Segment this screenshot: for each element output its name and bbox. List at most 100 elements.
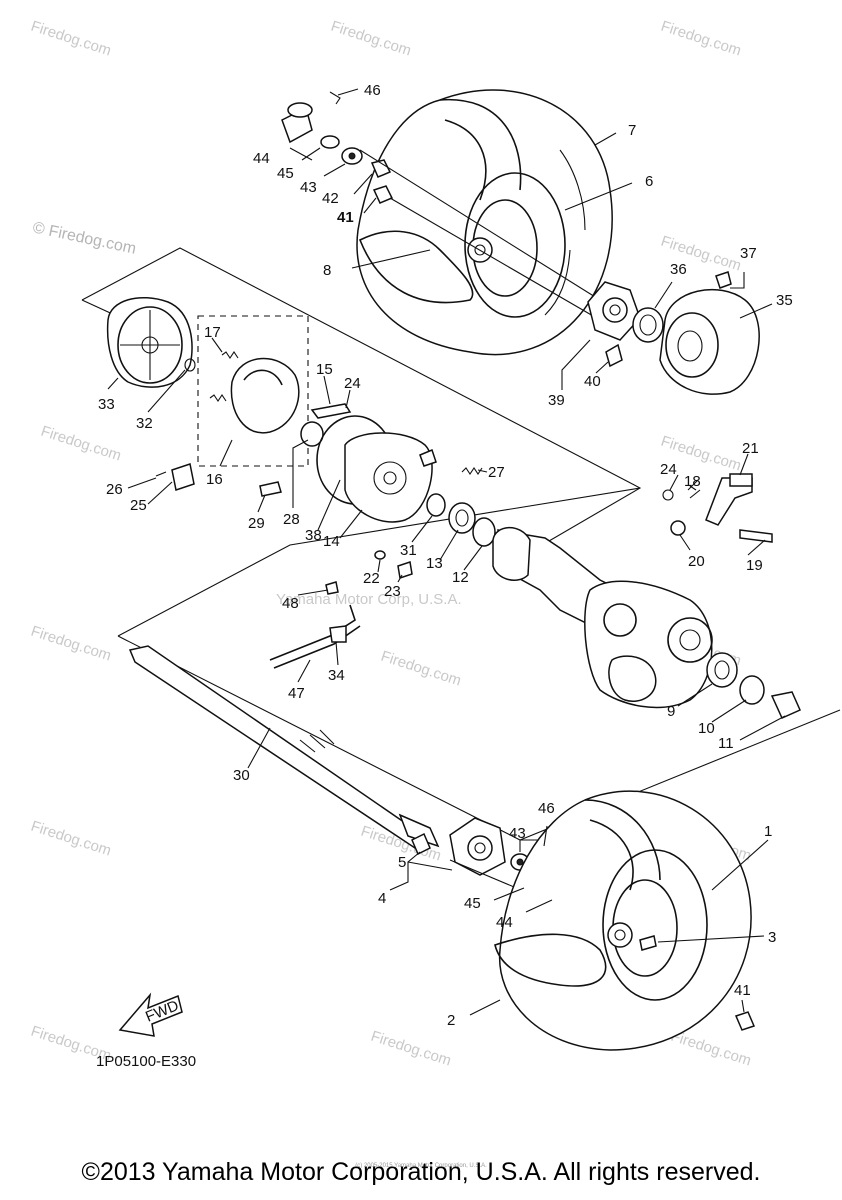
- watermark: Firedog.com: [29, 818, 114, 860]
- tire-8: [358, 230, 474, 304]
- callout-numbers: 1 2 3 4 5 6 7 8 9 10 11 12 13 14 15 16 1…: [98, 82, 793, 1029]
- brake-group-frame: [81, 247, 642, 556]
- callout-34: 34: [328, 667, 345, 684]
- nut-41-lower: [734, 1011, 756, 1031]
- watermark: Firedog.com: [659, 18, 744, 60]
- callout-18: 18: [684, 473, 701, 490]
- callout-6: 6: [645, 173, 653, 190]
- watermark: Firedog.com: [369, 1028, 454, 1070]
- nut-41: [372, 185, 394, 204]
- hub-and-drum: [587, 271, 760, 395]
- cable-15: [310, 403, 352, 419]
- bolt-3: [639, 935, 657, 951]
- o-ring-32: [184, 358, 196, 372]
- upper-wheel-assembly: [356, 89, 613, 356]
- callout-47: 47: [288, 685, 305, 702]
- plate-25: [171, 463, 195, 491]
- brake-lever: [662, 473, 773, 543]
- watermark: Firedog.com: [29, 18, 114, 60]
- callout-10: 10: [698, 720, 715, 737]
- bracket-34: [329, 625, 347, 643]
- brake-shoe-group-box: [197, 315, 309, 467]
- callout-43: 43: [509, 825, 526, 842]
- washer-31: [426, 493, 446, 517]
- callout-5: 5: [398, 854, 406, 871]
- callout-37: 37: [740, 245, 757, 262]
- callout-4: 4: [378, 890, 386, 907]
- bolt-19: [739, 529, 773, 543]
- callout-19: 19: [746, 557, 763, 574]
- watermark: Firedog.com: [29, 623, 114, 665]
- bolt-40: [605, 343, 623, 368]
- callout-39: 39: [548, 392, 565, 409]
- bolt-23: [397, 561, 413, 579]
- washer-22: [374, 550, 386, 560]
- tire-2: [494, 933, 607, 987]
- seal-10: [739, 675, 765, 705]
- leader-lines: [107, 88, 786, 1016]
- watermark: Firedog.com: [329, 18, 414, 60]
- callout-41: 41: [734, 982, 751, 999]
- callout-28: 28: [283, 511, 300, 528]
- callout-21: 21: [742, 440, 759, 457]
- callout-32: 32: [136, 415, 153, 432]
- callout-14: 14: [323, 533, 340, 550]
- axle-30: [128, 645, 432, 851]
- fwd-arrow-icon: [118, 992, 183, 1037]
- callout-22: 22: [363, 570, 380, 587]
- nut-42: [370, 159, 392, 178]
- bearing-13: [448, 502, 476, 534]
- callout-11: 11: [718, 735, 734, 752]
- callout-23: 23: [384, 583, 401, 600]
- watermark: Firedog.com: [379, 648, 464, 690]
- bolt-29: [259, 481, 282, 497]
- callout-38: 38: [305, 527, 322, 544]
- fwd-arrow: FWD: [118, 992, 183, 1037]
- bearing-9: [706, 652, 738, 688]
- callout-44: 44: [253, 150, 270, 167]
- wheel-rim-6: [464, 172, 566, 318]
- callout-12: 12: [452, 569, 469, 586]
- upper-nut-stack: [281, 91, 601, 321]
- callout-8: 8: [323, 262, 331, 279]
- callout-29: 29: [248, 515, 265, 532]
- callout-35: 35: [776, 292, 793, 309]
- watermark: Firedog.com: [669, 1028, 754, 1070]
- watermark: Firedog.com: [39, 423, 124, 465]
- watermark: © Firedog.com: [31, 219, 137, 257]
- bolt-5: [411, 832, 431, 856]
- callout-46: 46: [538, 800, 555, 817]
- seal-28: [300, 421, 324, 447]
- callout-27: 27: [488, 464, 505, 481]
- seal-36: [632, 307, 664, 343]
- callout-24: 24: [660, 461, 677, 478]
- brake-shoe-16: [230, 357, 300, 434]
- small-print: (c) 2005-2015 Yamaha Motor Corporation, …: [355, 1163, 487, 1169]
- callout-26: 26: [106, 481, 123, 498]
- callout-16: 16: [206, 471, 223, 488]
- bolt-37: [715, 271, 732, 289]
- callout-15: 15: [316, 361, 333, 378]
- tire-7: [356, 89, 613, 356]
- washer-45: [320, 135, 340, 149]
- callout-44: 44: [496, 914, 513, 931]
- callout-3: 3: [768, 929, 776, 946]
- seal-12: [472, 517, 496, 547]
- callout-41: 41: [337, 209, 354, 226]
- callout-31: 31: [400, 542, 417, 559]
- callout-33: 33: [98, 396, 115, 413]
- callout-20: 20: [688, 553, 705, 570]
- spring-17: [221, 351, 239, 359]
- callout-7: 7: [628, 122, 636, 139]
- callout-1: 1: [764, 823, 772, 840]
- cotter-pin-46: [329, 91, 341, 105]
- callout-9: 9: [667, 703, 675, 720]
- pin-26: [155, 471, 167, 477]
- callout-24: 24: [344, 375, 361, 392]
- tire-1: [498, 790, 752, 1051]
- callout-48: 48: [282, 595, 299, 612]
- wheel-rim-1: [602, 849, 708, 1001]
- callout-43: 43: [300, 179, 317, 196]
- rear-axle: [128, 645, 440, 851]
